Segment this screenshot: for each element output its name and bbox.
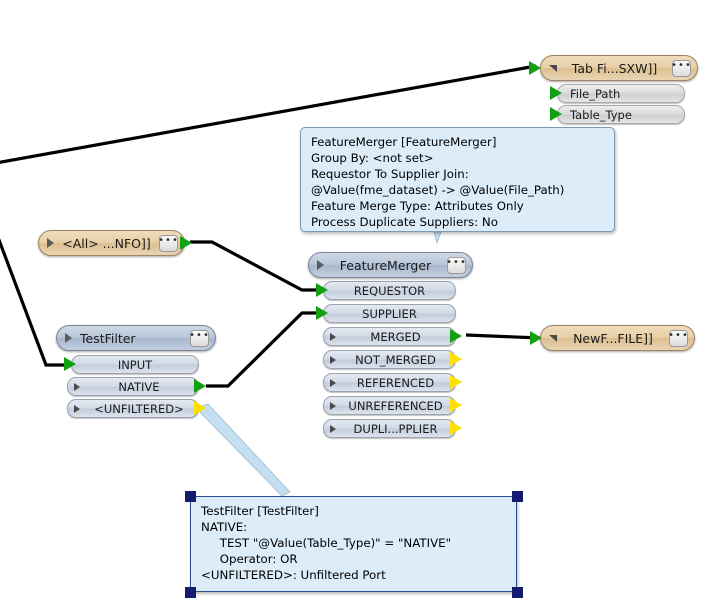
port-unreferenced[interactable]: UNREFERENCED bbox=[323, 396, 456, 415]
ellipsis-icon[interactable]: ••• bbox=[189, 329, 209, 347]
node-all-info[interactable]: <All> ...NFO]] ••• bbox=[38, 230, 185, 256]
port-merged-arrow bbox=[450, 329, 462, 343]
node-tab-file-header[interactable]: Tab Fi...SXW]] ••• bbox=[540, 55, 698, 81]
triangle-right-icon[interactable] bbox=[330, 355, 336, 364]
port-native[interactable]: NATIVE bbox=[67, 377, 199, 396]
triangle-right-icon[interactable] bbox=[74, 382, 80, 391]
port-referenced-label: REFERENCED bbox=[356, 375, 435, 390]
port-merged[interactable]: MERGED bbox=[323, 327, 456, 346]
ellipsis-icon[interactable]: ••• bbox=[446, 256, 466, 274]
triangle-right-icon[interactable] bbox=[330, 332, 336, 341]
port-unfiltered[interactable]: <UNFILTERED> bbox=[67, 399, 199, 418]
triangle-right-icon[interactable] bbox=[330, 401, 336, 410]
featuremerger-note-leader bbox=[433, 231, 442, 245]
node-new-file-header[interactable]: NewF...FILE]] ••• bbox=[540, 325, 695, 351]
node-tab-file[interactable]: Tab Fi...SXW]] ••• bbox=[540, 55, 698, 81]
port-requestor[interactable]: REQUESTOR bbox=[323, 281, 456, 300]
testfilter-note-leader bbox=[195, 403, 291, 497]
port-requestor-label: REQUESTOR bbox=[353, 283, 426, 298]
ellipsis-icon[interactable]: ••• bbox=[668, 329, 688, 347]
port-input-arrow bbox=[64, 357, 76, 371]
triangle-collapse-icon[interactable] bbox=[549, 334, 557, 342]
port-referenced[interactable]: REFERENCED bbox=[323, 373, 456, 392]
node-new-file-input-arrow bbox=[530, 331, 542, 345]
port-duplicate-supplier-arrow bbox=[450, 421, 462, 435]
node-test-filter[interactable]: TestFilter ••• bbox=[56, 325, 216, 351]
port-not-merged-arrow bbox=[450, 352, 462, 366]
port-requestor-arrow bbox=[316, 283, 328, 297]
ellipsis-icon[interactable]: ••• bbox=[158, 234, 178, 252]
port-referenced-arrow bbox=[450, 375, 462, 389]
node-tab-file-input-arrow bbox=[529, 61, 541, 75]
node-all-info-header[interactable]: <All> ...NFO]] ••• bbox=[38, 230, 185, 256]
node-feature-merger[interactable]: FeatureMerger ••• bbox=[308, 252, 473, 278]
triangle-right-icon[interactable] bbox=[65, 333, 72, 343]
port-native-arrow bbox=[194, 379, 206, 393]
node-feature-merger-title: FeatureMerger bbox=[339, 257, 432, 273]
triangle-right-icon[interactable] bbox=[317, 260, 324, 270]
resize-handle-top-left[interactable] bbox=[185, 491, 196, 502]
port-not-merged-label: NOT_MERGED bbox=[355, 352, 436, 367]
resize-handle-bottom-right[interactable] bbox=[512, 587, 523, 598]
port-unreferenced-label: UNREFERENCED bbox=[348, 398, 443, 413]
node-new-file[interactable]: NewF...FILE]] ••• bbox=[540, 325, 695, 351]
triangle-right-icon[interactable] bbox=[330, 424, 336, 433]
port-table-type[interactable]: Table_Type bbox=[557, 105, 685, 124]
port-unfiltered-arrow bbox=[194, 401, 206, 415]
port-supplier-arrow bbox=[316, 306, 328, 320]
node-feature-merger-header[interactable]: FeatureMerger ••• bbox=[308, 252, 473, 278]
port-file-path-arrow bbox=[550, 86, 562, 100]
port-supplier[interactable]: SUPPLIER bbox=[323, 304, 456, 323]
triangle-collapse-icon[interactable] bbox=[549, 64, 557, 72]
node-all-info-output-arrow bbox=[180, 236, 192, 250]
resize-handle-top-right[interactable] bbox=[512, 491, 523, 502]
ellipsis-icon[interactable]: ••• bbox=[671, 59, 691, 77]
annotation-featuremerger[interactable]: FeatureMerger [FeatureMerger] Group By: … bbox=[300, 127, 615, 232]
port-file-path[interactable]: File_Path bbox=[557, 84, 685, 103]
resize-handle-bottom-left[interactable] bbox=[185, 587, 196, 598]
node-all-info-title: <All> ...NFO]] bbox=[62, 235, 151, 251]
port-merged-label: MERGED bbox=[370, 329, 421, 344]
node-tab-file-title: Tab Fi...SXW]] bbox=[571, 60, 658, 76]
port-native-label: NATIVE bbox=[118, 379, 160, 394]
port-table-type-arrow bbox=[550, 107, 562, 121]
port-input[interactable]: INPUT bbox=[71, 355, 199, 374]
port-unfiltered-label: <UNFILTERED> bbox=[94, 401, 184, 416]
port-input-label: INPUT bbox=[117, 357, 153, 372]
node-test-filter-header[interactable]: TestFilter ••• bbox=[56, 325, 216, 351]
annotation-testfilter[interactable]: TestFilter [TestFilter] NATIVE: TEST "@V… bbox=[190, 496, 517, 592]
triangle-right-icon[interactable] bbox=[47, 238, 54, 248]
port-supplier-label: SUPPLIER bbox=[362, 306, 417, 321]
triangle-right-icon[interactable] bbox=[74, 404, 80, 413]
port-not-merged[interactable]: NOT_MERGED bbox=[323, 350, 456, 369]
triangle-right-icon[interactable] bbox=[330, 378, 336, 387]
port-file-path-label: File_Path bbox=[570, 86, 621, 101]
node-test-filter-title: TestFilter bbox=[80, 330, 136, 346]
node-new-file-title: NewF...FILE]] bbox=[573, 330, 653, 346]
port-duplicate-supplier-label: DUPLI...PPLIER bbox=[353, 421, 438, 436]
port-table-type-label: Table_Type bbox=[570, 107, 632, 122]
port-duplicate-supplier[interactable]: DUPLI...PPLIER bbox=[323, 419, 456, 438]
port-unreferenced-arrow bbox=[450, 398, 462, 412]
